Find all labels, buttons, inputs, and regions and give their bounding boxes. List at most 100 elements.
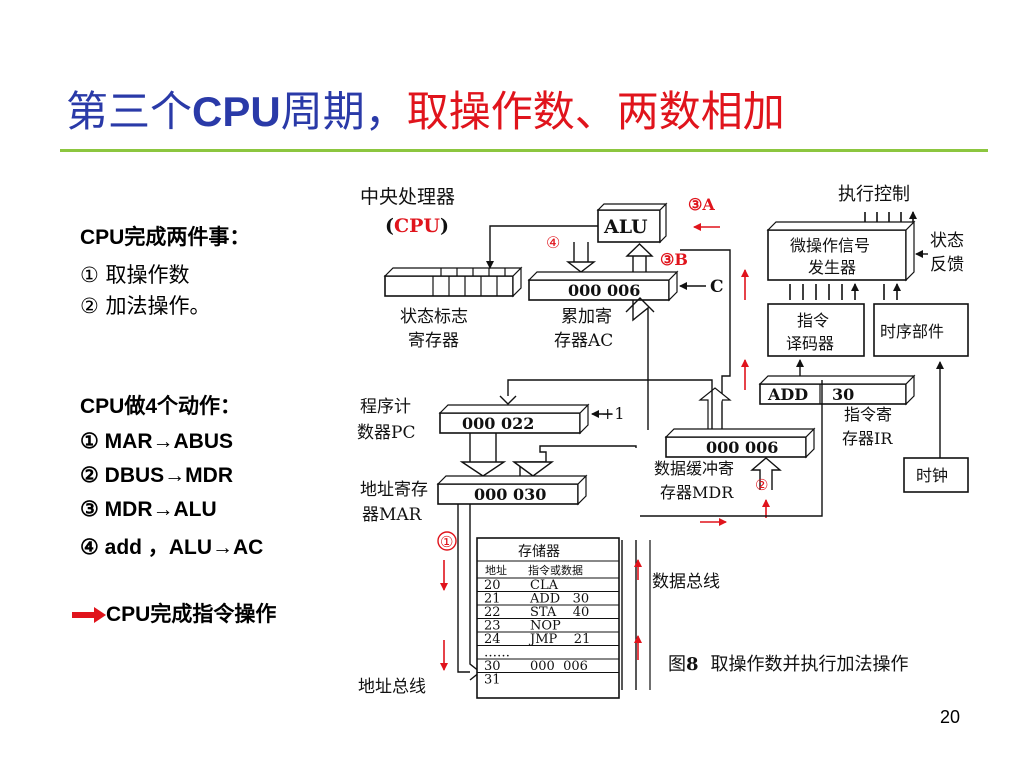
memory-data-register-mdr: 000 006 xyxy=(664,427,816,459)
memory-row-addr: 20 xyxy=(484,578,501,593)
memory-row-addr: 22 xyxy=(484,605,501,620)
heading-four-actions: CPU做4个动作： xyxy=(80,395,242,418)
memory-row-content: CLA xyxy=(530,578,559,593)
mark-3b: ③B xyxy=(660,250,688,269)
ac-c-label: C xyxy=(710,277,724,297)
memory-row-addr: 24 xyxy=(484,632,501,647)
memory-row: 30 000 006 xyxy=(477,659,619,674)
step-4: ④ add ，ALU→AC xyxy=(80,536,264,559)
memory-row-content: NOP xyxy=(530,619,561,634)
decoder-line1: 指令 xyxy=(797,311,829,330)
memory-col-addr: 地址 xyxy=(485,563,507,577)
pc-value: 000 022 xyxy=(462,414,534,433)
status-reg-line2: 寄存器 xyxy=(408,331,459,351)
red-arrow-icon xyxy=(72,607,106,623)
mar-value: 000 030 xyxy=(474,485,546,504)
memory-row: …… xyxy=(477,646,619,661)
pc-line1: 程序计 xyxy=(360,397,411,417)
control-up-arrows xyxy=(864,212,913,228)
status-flag-register xyxy=(383,266,523,298)
memory-row-addr: 31 xyxy=(484,673,501,688)
memory-row-content: JMP 21 xyxy=(528,632,590,647)
clock-label: 时钟 xyxy=(916,466,948,485)
memory-title: 存储器 xyxy=(518,544,560,560)
item-fetch-operand: ① 取操作数 xyxy=(80,263,190,287)
mark-3a: ③A xyxy=(688,195,715,214)
pc-increment: +1 xyxy=(601,404,625,423)
control-label: 执行控制 xyxy=(838,184,910,205)
item-add-operation: ② 加法操作。 xyxy=(80,294,211,318)
memory-row: 24 JMP 21 xyxy=(477,632,619,647)
ir-line1: 指令寄 xyxy=(844,405,892,424)
memory-row: 22 STA 40 xyxy=(477,605,619,620)
step-2: ② DBUS→MDR xyxy=(80,464,233,487)
decoder-up-arrows xyxy=(789,284,855,300)
mark-2: ② xyxy=(755,476,768,494)
status-fb-line2: 反馈 xyxy=(930,255,964,275)
memory-row-content: 000 006 xyxy=(530,659,588,674)
addr-bus-label: 地址总线 xyxy=(358,677,426,697)
mar-line2: 器MAR xyxy=(362,505,423,525)
memory-row-content: STA 40 xyxy=(530,605,589,620)
ac-value: 000 006 xyxy=(568,281,640,300)
mar-line1: 地址寄存 xyxy=(360,480,428,500)
pc-line2: 数器PC xyxy=(357,423,415,443)
memory-row: 21 ADD 30 xyxy=(477,592,619,607)
ac-line2: 存器AC xyxy=(554,331,613,351)
micro-line2: 发生器 xyxy=(808,258,856,277)
memory-row-addr: 30 xyxy=(484,659,501,674)
step-1: ① MAR→ABUS xyxy=(80,430,233,453)
ir-line2: 存器IR xyxy=(842,429,893,448)
page-number: 20 xyxy=(940,707,961,727)
title-part3: 周期， xyxy=(280,87,407,136)
micro-line1: 微操作信号 xyxy=(790,236,870,255)
memory-row: 23 NOP xyxy=(477,619,619,634)
decoder-line2: 译码器 xyxy=(786,334,834,353)
title-underline xyxy=(60,149,988,152)
memory-row-content: ADD 30 xyxy=(529,592,589,607)
alu-block: ALU xyxy=(596,202,668,244)
accumulator-ac: 000 006 xyxy=(527,270,679,302)
ac-to-alu-arrow xyxy=(625,243,654,257)
status-reg-line1: 状态标志 xyxy=(400,307,468,327)
conclusion: CPU完成指令操作 xyxy=(72,598,276,628)
memory-address-register-mar: 000 030 xyxy=(436,474,588,506)
ir-addr: 30 xyxy=(832,385,854,404)
mdr-line1: 数据缓冲寄 xyxy=(654,459,734,478)
ir-op: ADD xyxy=(767,385,808,404)
title-part2: CPU xyxy=(192,88,281,135)
memory-row-addr: …… xyxy=(484,646,510,661)
alu-to-status-arrow xyxy=(486,225,598,269)
instruction-register-ir: ADD 30 xyxy=(758,374,916,406)
memory-row: 20 CLA xyxy=(477,578,619,593)
timing-up-arrows xyxy=(883,284,897,300)
alu-label: ALU xyxy=(603,216,648,238)
cpu-abbr: (CPU) xyxy=(385,215,449,237)
mark-4: ④ xyxy=(546,233,560,252)
alu-to-ac-arrow xyxy=(565,261,597,273)
memory-row: 31 xyxy=(484,673,501,688)
cpu-label: 中央处理器 xyxy=(360,186,455,208)
status-fb-line1: 状态 xyxy=(930,231,964,251)
mdr-line2: 存器MDR xyxy=(660,483,734,502)
memory-row-addr: 21 xyxy=(484,592,501,607)
timing-unit xyxy=(873,303,969,357)
step-3: ③ MDR→ALU xyxy=(80,498,217,521)
title-part4: 取操作数、两数相加 xyxy=(406,87,785,136)
heading-two-things: CPU完成两件事： xyxy=(80,226,251,249)
mark-1: ① xyxy=(440,533,453,551)
mdr-value: 000 006 xyxy=(706,438,778,457)
program-counter-pc: 000 022 xyxy=(438,403,590,435)
instruction-decoder xyxy=(767,303,865,357)
clock-unit xyxy=(903,457,969,493)
ac-line1: 累加寄 xyxy=(561,307,612,327)
memory-col-content: 指令或数据 xyxy=(528,563,583,577)
data-bus-label: 数据总线 xyxy=(652,572,720,592)
timing-label: 时序部件 xyxy=(880,322,944,341)
title-part1: 第三个 xyxy=(66,87,193,136)
memory-row-addr: 23 xyxy=(484,619,501,634)
slide-title: 第三个CPU周期，取操作数、两数相加 xyxy=(66,84,785,140)
